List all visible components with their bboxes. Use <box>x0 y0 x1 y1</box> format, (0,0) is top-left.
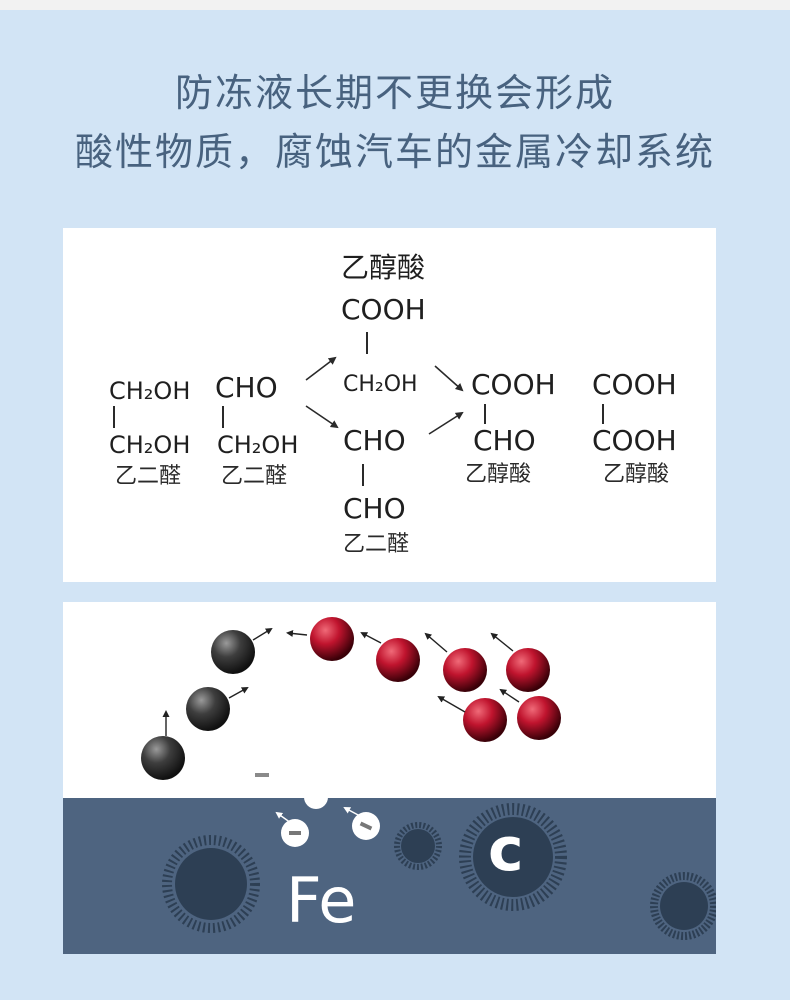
glycol-molecule <box>141 736 185 780</box>
carbon-label: c <box>488 815 524 885</box>
bond-line <box>366 332 368 354</box>
formula-col1-label: 乙二醛 <box>115 464 182 489</box>
glycol-molecule <box>211 630 255 674</box>
bond-line <box>222 406 224 428</box>
corrosion-cluster-edge <box>650 872 716 940</box>
formula-col2-label: 乙二醛 <box>221 464 288 489</box>
motion-arrow <box>252 627 273 641</box>
bond-line <box>484 404 486 424</box>
bond-line <box>113 406 115 428</box>
motion-arrow <box>286 630 308 638</box>
headline-line-1: 防冻液长期不更换会形成 <box>174 71 615 115</box>
reaction-arrow <box>305 405 339 429</box>
acid-molecule <box>463 698 507 742</box>
reaction-arrows <box>305 356 464 435</box>
electron-arrow <box>275 811 292 824</box>
formula-col1-bottom: CH₂OH <box>109 431 191 459</box>
formula-col3-mid: CH₂OH <box>343 372 418 397</box>
top-bar <box>0 0 790 10</box>
corrosion-scene <box>141 617 716 940</box>
glycol-molecule <box>186 687 230 731</box>
motion-arrow <box>437 696 466 713</box>
electron-minus <box>359 821 373 831</box>
motion-arrow <box>228 687 249 699</box>
corrosion-cluster-large <box>162 835 260 933</box>
reaction-arrow <box>428 411 464 435</box>
formula-col4-bottom: CHO <box>473 424 536 457</box>
iron-label: Fe <box>286 864 357 937</box>
formula-col2-bottom: CH₂OH <box>217 431 299 459</box>
motion-arrow <box>360 632 382 644</box>
acid-molecule <box>310 617 354 661</box>
acid-molecule <box>443 648 487 692</box>
acid-molecule <box>517 696 561 740</box>
corrosion-cluster-small <box>394 822 442 870</box>
negative-ion-mark <box>255 773 269 777</box>
formula-col3-name: 乙醇酸 <box>341 251 426 284</box>
reaction-formula-panel: CH₂OH CH₂OH 乙二醛 CHO CH₂OH 乙二醛 乙醇酸 COOH C… <box>63 228 716 582</box>
formula-col1-top: CH₂OH <box>109 377 191 405</box>
formula-col5-label: 乙醇酸 <box>603 462 670 487</box>
formula-col3-acid: COOH <box>341 293 426 326</box>
formula-col5-top: COOH <box>592 368 677 401</box>
formula-col3-bottom: CHO <box>343 492 406 525</box>
acid-molecule <box>506 648 550 692</box>
formula-col5-bottom: COOH <box>592 424 677 457</box>
formula-col3-lower: CHO <box>343 424 406 457</box>
motion-arrow <box>499 688 520 703</box>
motion-arrow <box>424 632 448 653</box>
reaction-arrow <box>305 356 337 381</box>
formula-col3-label: 乙二醛 <box>343 532 410 557</box>
motion-arrow <box>490 632 514 652</box>
corrosion-illustration-panel: Fe c <box>63 602 716 954</box>
formula-col4-label: 乙醇酸 <box>465 462 532 487</box>
formula-col4-top: COOH <box>471 368 556 401</box>
electron-arrow <box>343 807 361 817</box>
electron <box>304 785 328 809</box>
formula-col2-top: CHO <box>215 371 278 404</box>
bond-line <box>362 464 364 486</box>
carbon-cluster <box>459 803 567 911</box>
headline-line-2: 酸性物质，腐蚀汽车的金属冷却系统 <box>74 130 715 174</box>
reaction-arrow <box>434 365 464 392</box>
electron-minus <box>289 831 301 835</box>
acid-molecule <box>376 638 420 682</box>
bond-line <box>602 404 604 424</box>
